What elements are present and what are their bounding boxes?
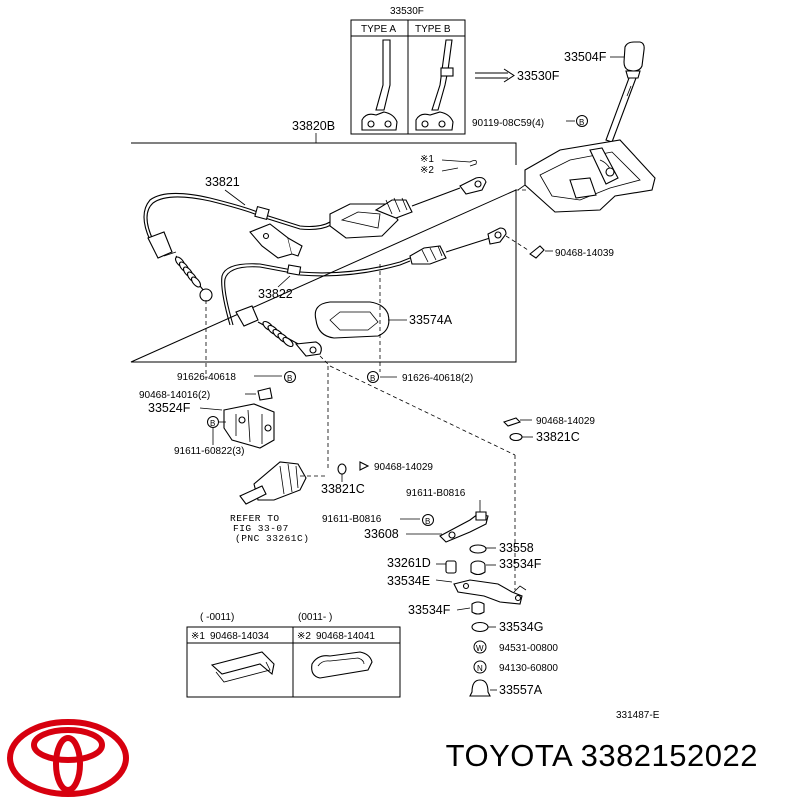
double-arrow-icon xyxy=(475,68,515,83)
shift-cable-33821 xyxy=(143,176,487,302)
b-mark-letter: B xyxy=(210,419,215,428)
label-33261d: 33261D xyxy=(387,556,431,570)
mark-2: ※2 xyxy=(420,165,434,176)
b-mark-icon xyxy=(284,371,296,383)
label-type-a: TYPE A xyxy=(361,24,396,35)
washer-icon xyxy=(337,463,347,475)
clip-14039-icon xyxy=(529,245,545,259)
refer-line-3: (PNC 33261C) xyxy=(235,533,309,544)
figure-id: 331487-E xyxy=(616,710,660,721)
label-33574a: 33574A xyxy=(409,313,453,327)
b-mark-letter: B xyxy=(370,374,375,383)
label-33821: 33821 xyxy=(205,175,240,189)
mark-1: ※1 xyxy=(420,154,434,165)
label-91611-b0816-left: 91611-B0816 xyxy=(322,514,382,525)
b-mark-icon xyxy=(422,514,434,526)
lever-33608 xyxy=(439,511,489,543)
label-33608: 33608 xyxy=(364,527,399,541)
clip1-mark: ※1 xyxy=(191,631,205,642)
clip2-part: 90468-14041 xyxy=(316,631,375,642)
shift-lever-assembly xyxy=(605,41,645,143)
bushing-33534f-lower xyxy=(471,601,485,615)
clip2-mark: ※2 xyxy=(297,631,311,642)
label-33821c-left: 33821C xyxy=(321,482,365,496)
label-33557a: 33557A xyxy=(499,683,543,697)
label-type-b: TYPE B xyxy=(415,24,451,35)
b-mark-icon xyxy=(367,371,379,383)
range-1: ( -0011) xyxy=(200,612,234,623)
transmission-lever xyxy=(239,461,307,505)
label-33820b: 33820B xyxy=(292,119,335,133)
label-33530f-top: 33530F xyxy=(390,6,424,17)
cable-bracket xyxy=(249,223,303,259)
label-94531-00800: 94531-00800 xyxy=(499,643,558,654)
clip-14029-icon xyxy=(359,461,370,471)
b-mark-icon xyxy=(576,115,588,127)
label-91611-60822: 91611-60822(3) xyxy=(174,446,244,457)
clip1-part: 90468-14034 xyxy=(210,631,269,642)
bushing-33558 xyxy=(469,544,487,554)
b-mark-letter: B xyxy=(425,517,430,526)
washer-33534g xyxy=(471,621,489,633)
label-33534f-lower: 33534F xyxy=(408,603,451,617)
label-90468-14016: 90468-14016(2) xyxy=(139,390,210,401)
label-33534e: 33534E xyxy=(387,574,430,588)
bushing-33534f-upper xyxy=(470,565,486,576)
pin-33261d xyxy=(445,560,457,574)
toyota-logo xyxy=(7,719,129,797)
label-33530f: 33530F xyxy=(517,69,560,83)
label-91626-b: 91626-40618(2) xyxy=(402,373,473,384)
label-33558: 33558 xyxy=(499,541,534,555)
bracket-33524f xyxy=(223,403,275,449)
w-mark-icon xyxy=(473,640,487,654)
n-mark-icon xyxy=(473,660,487,674)
label-91611-b0816-top: 91611-B0816 xyxy=(406,488,466,499)
plate-33574a xyxy=(314,301,390,339)
label-90468-14029-right: 90468-14029 xyxy=(536,416,595,427)
label-90119: 90119-08C59(4) xyxy=(472,118,544,129)
label-33504f: 33504F xyxy=(564,50,607,64)
shift-lever-type-inset xyxy=(350,19,466,135)
label-90468-14029-left: 90468-14029 xyxy=(374,462,433,473)
shift-base-housing xyxy=(517,139,656,213)
b-mark-letter: B xyxy=(287,374,292,383)
brand-part-number: TOYOTA 3382152022 xyxy=(445,738,758,773)
label-33821c-right: 33821C xyxy=(536,430,580,444)
clip-14016-icon xyxy=(257,387,273,401)
refer-line-2: FIG 33-07 xyxy=(233,523,289,534)
label-33534f-upper: 33534F xyxy=(499,557,542,571)
label-33822: 33822 xyxy=(258,287,293,301)
n-mark-letter: N xyxy=(477,664,483,673)
washer-icon xyxy=(509,432,523,442)
lever-33534e xyxy=(453,579,527,605)
label-94130-60800: 94130-60800 xyxy=(499,663,558,674)
label-90468-14039: 90468-14039 xyxy=(555,248,614,259)
clip-variant-table xyxy=(186,626,401,698)
cap-33557a xyxy=(469,679,491,697)
w-mark-letter: W xyxy=(476,644,484,653)
clip-14029-icon xyxy=(502,417,522,427)
refer-line-1: REFER TO xyxy=(230,513,280,524)
b-mark-icon xyxy=(207,416,219,428)
label-91626-a: 91626-40618 xyxy=(177,372,236,383)
b-mark-letter: B xyxy=(579,118,584,127)
label-33524f: 33524F xyxy=(148,401,191,415)
range-2: (0011- ) xyxy=(298,612,332,623)
label-33534g: 33534G xyxy=(499,620,543,634)
select-cable-33822 xyxy=(221,227,507,357)
